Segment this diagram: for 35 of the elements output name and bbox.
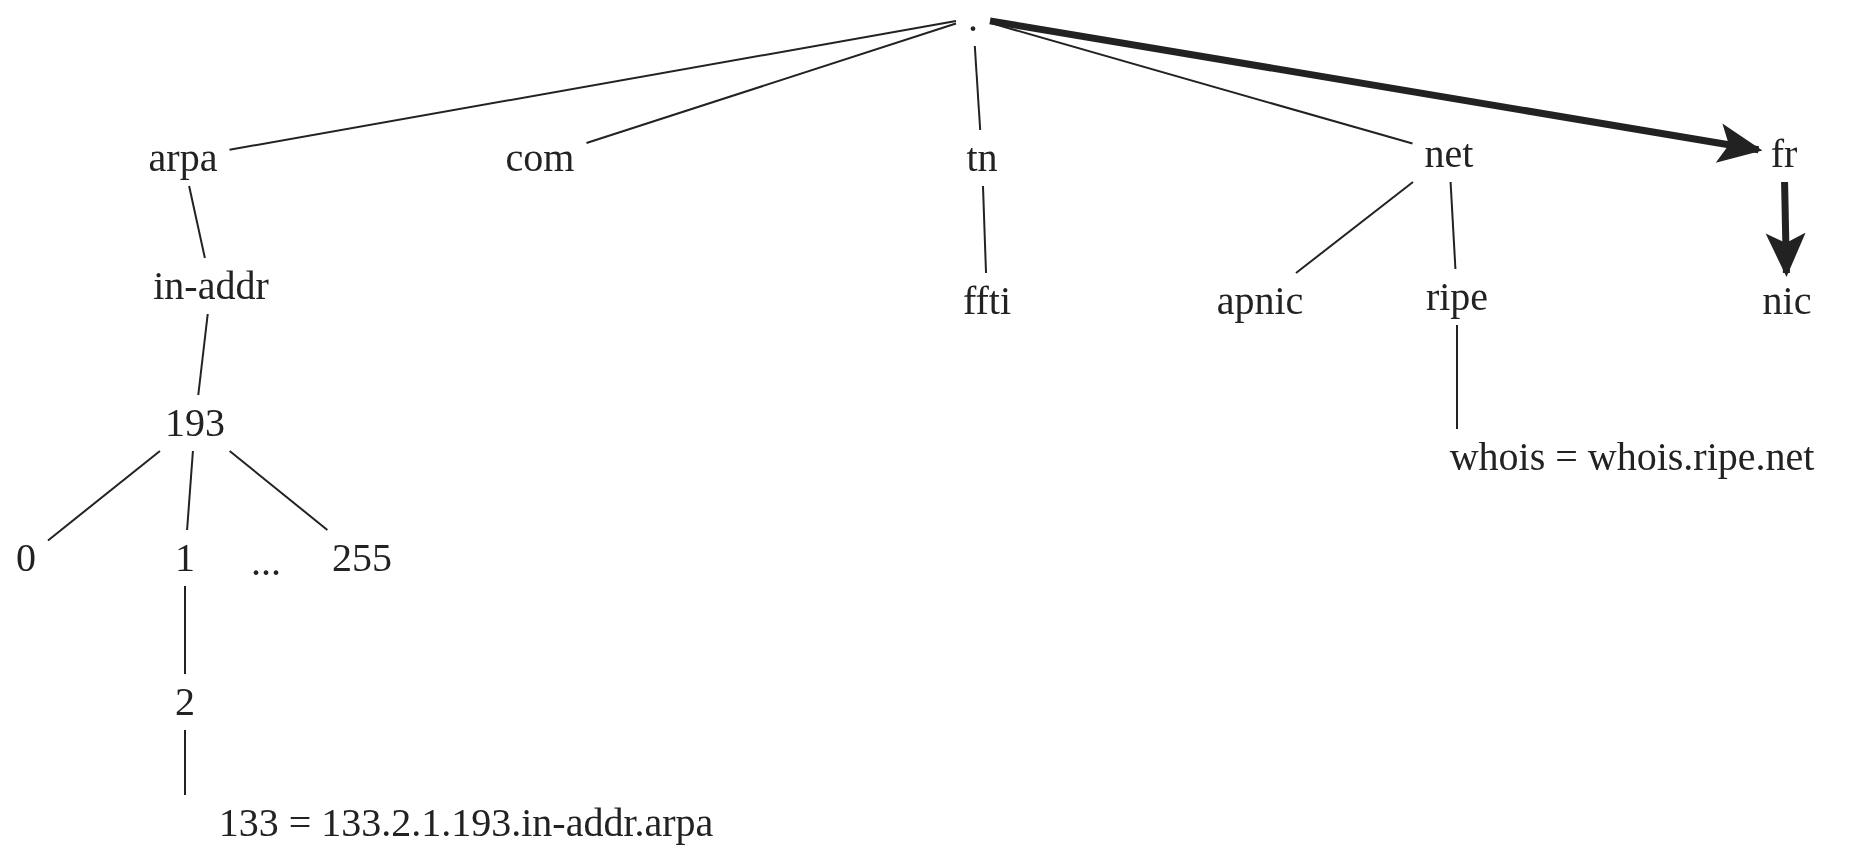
node-label: fr xyxy=(1758,126,1810,182)
connector-line xyxy=(197,313,209,396)
node-label: . xyxy=(956,0,990,46)
connector-line xyxy=(585,22,957,144)
node-label: net xyxy=(1412,126,1486,182)
node-label: nic xyxy=(1750,273,1824,329)
connector-line xyxy=(47,450,161,542)
node-label: com xyxy=(493,130,587,186)
node-label: 193 xyxy=(153,395,237,451)
ellipsis-label: ... xyxy=(251,542,281,582)
node-label: 1 xyxy=(163,530,207,586)
connector-line xyxy=(184,729,186,796)
node-label: 133 = 133.2.1.193.in-addr.arpa xyxy=(206,795,726,851)
node-label: ripe xyxy=(1413,269,1501,325)
node-label: 255 xyxy=(320,530,404,586)
arrow xyxy=(989,17,1763,163)
connector-line xyxy=(184,585,186,675)
node-label: in-addr xyxy=(141,258,281,314)
node-label: arpa xyxy=(136,130,230,186)
node-label: tn xyxy=(954,130,1010,186)
connector-line xyxy=(186,450,194,531)
arrow xyxy=(1765,181,1806,277)
connector-line xyxy=(228,450,329,531)
node-label: apnic xyxy=(1204,273,1316,329)
connector-line xyxy=(973,45,982,131)
connector-line xyxy=(982,185,987,274)
node-label: ffti xyxy=(950,273,1024,329)
node-label: 0 xyxy=(4,530,48,586)
connector-line xyxy=(188,185,206,259)
node-label: 2 xyxy=(163,674,207,730)
connector-line xyxy=(1295,181,1414,274)
connector-line xyxy=(1456,324,1458,430)
node-label: whois = whois.ripe.net xyxy=(1437,429,1827,485)
connector-line xyxy=(1449,181,1457,270)
connector-line xyxy=(228,20,957,151)
